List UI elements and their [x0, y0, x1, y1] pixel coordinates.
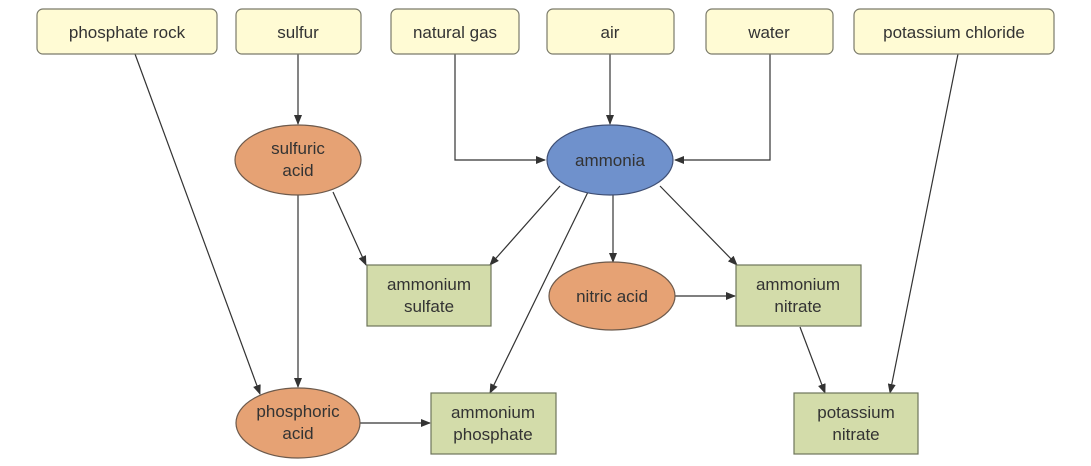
- node-label-line-1: phosphoric: [256, 402, 340, 421]
- node-label: sulfur: [277, 23, 319, 42]
- node-label-line-2: nitrate: [832, 425, 879, 444]
- node-water: water: [705, 8, 834, 55]
- edge-ammonia-to-ammonium-sulfate: [489, 185, 561, 266]
- intermediates: sulfuric acid ammonia nitric acid phosph…: [234, 124, 676, 459]
- node-ammonium-sulfate: ammonium sulfate: [366, 264, 492, 327]
- edge-potassium-chloride-to-potassium-nitrate: [887, 53, 959, 394]
- node-potassium-nitrate: potassium nitrate: [793, 392, 919, 455]
- node-phosphoric-acid: phosphoric acid: [235, 387, 361, 459]
- node-label-line-2: phosphate: [453, 425, 532, 444]
- products: ammonium sulfate ammonium nitrate ammoni…: [366, 264, 919, 455]
- node-natural-gas: natural gas: [390, 8, 520, 55]
- node-label: natural gas: [413, 23, 497, 42]
- node-ammonium-nitrate: ammonium nitrate: [735, 264, 862, 327]
- node-label: phosphate rock: [69, 23, 186, 42]
- node-label-line-1: sulfuric: [271, 139, 325, 158]
- edges: [134, 53, 959, 427]
- edge-ammonia-to-ammonium-phosphate: [489, 191, 589, 394]
- node-potassium-chloride: potassium chloride: [853, 8, 1055, 55]
- edge-ammonia-to-ammonium-nitrate: [659, 185, 738, 266]
- node-label-line-2: nitrate: [774, 297, 821, 316]
- node-label-line-2: sulfate: [404, 297, 454, 316]
- node-sulfur: sulfur: [235, 8, 362, 55]
- raw-materials: phosphate rock sulfur natural gas air wa…: [36, 8, 1055, 55]
- node-label-line-2: acid: [282, 424, 313, 443]
- node-label-line-1: ammonium: [451, 403, 535, 422]
- edge-sulfuric-acid-to-ammonium-sulfate: [332, 191, 367, 266]
- node-sulfuric-acid: sulfuric acid: [234, 124, 362, 196]
- node-label: ammonia: [575, 151, 645, 170]
- node-label: potassium chloride: [883, 23, 1025, 42]
- node-label: water: [747, 23, 790, 42]
- node-label: nitric acid: [576, 287, 648, 306]
- edge-natural-gas-to-ammonia: [454, 54, 546, 164]
- node-nitric-acid: nitric acid: [548, 261, 676, 331]
- node-label: air: [601, 23, 620, 42]
- edge-water-to-ammonia: [674, 54, 771, 164]
- node-ammonia: ammonia: [546, 124, 674, 196]
- node-label-line-1: ammonium: [756, 275, 840, 294]
- edge-phosphate-rock-to-phosphoric-acid: [134, 53, 261, 395]
- edge-ammonium-nitrate-to-potassium-nitrate: [799, 326, 826, 394]
- node-label-line-2: acid: [282, 161, 313, 180]
- node-ammonium-phosphate: ammonium phosphate: [430, 392, 557, 455]
- node-phosphate-rock: phosphate rock: [36, 8, 218, 55]
- node-label-line-1: ammonium: [387, 275, 471, 294]
- node-air: air: [546, 8, 675, 55]
- node-label-line-1: potassium: [817, 403, 894, 422]
